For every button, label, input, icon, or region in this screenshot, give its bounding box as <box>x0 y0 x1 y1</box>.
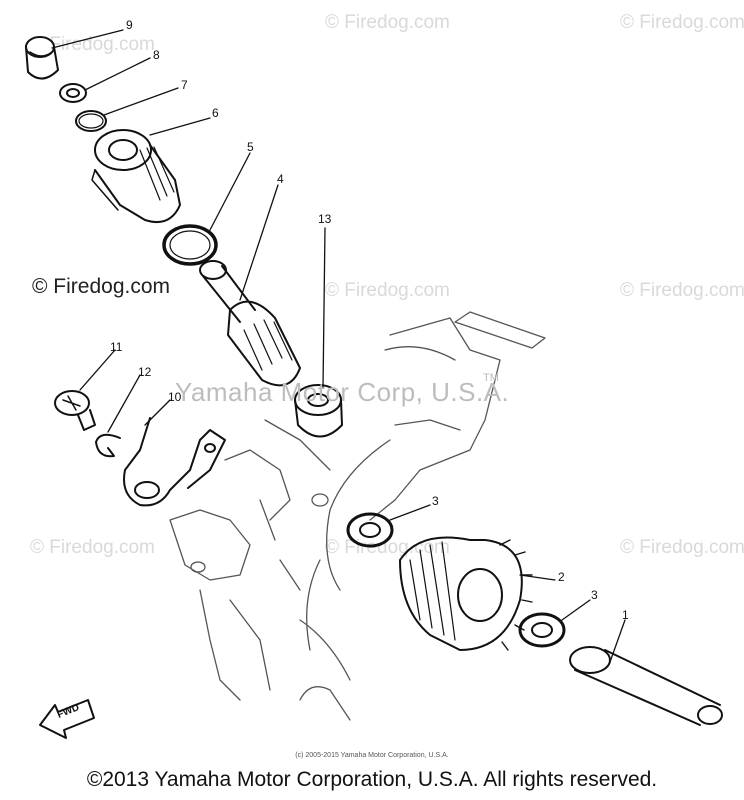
small-copyright: (c) 2005-2015 Yamaha Motor Corporation, … <box>295 752 449 759</box>
part-13-bushing <box>294 384 343 438</box>
callout-12: 12 <box>138 365 152 379</box>
leader-lines <box>51 29 626 663</box>
part-10-plate <box>123 417 226 507</box>
callout-8: 8 <box>153 48 160 62</box>
watermark: © Firedog.com <box>620 280 744 301</box>
callout-13: 13 <box>318 212 332 226</box>
crankcase-outline <box>169 311 546 721</box>
part-4-shaft <box>199 260 301 387</box>
callout-3-lower: 3 <box>591 588 598 602</box>
callout-5: 5 <box>247 140 254 154</box>
callout-7: 7 <box>181 78 188 92</box>
watermark-firedog: © Firedog.com <box>32 275 171 298</box>
part-9-cap <box>25 36 59 80</box>
watermark: © Firedog.com <box>620 537 744 558</box>
callout-1: 1 <box>622 608 629 622</box>
center-watermark: Yamaha Motor Corp, U.S.A. <box>175 377 510 407</box>
callout-2: 2 <box>558 570 565 584</box>
callout-6: 6 <box>212 106 219 120</box>
watermark: © Firedog.com <box>325 12 450 33</box>
part-7-oring <box>75 110 107 132</box>
part-2-gear <box>399 536 533 651</box>
fwd-arrow <box>39 699 95 739</box>
part-6-sleeve <box>91 129 181 224</box>
callout-4: 4 <box>277 172 284 186</box>
watermark: © Firedog.com <box>30 34 155 55</box>
part-8-washer <box>59 83 87 103</box>
copyright-footer: ©2013 Yamaha Motor Corporation, U.S.A. A… <box>86 768 658 791</box>
callout-3-upper: 3 <box>432 494 439 508</box>
part-11-screw <box>54 390 96 431</box>
part-12-clip <box>95 433 121 458</box>
part-5-oring <box>162 224 218 266</box>
callout-10: 10 <box>168 390 182 404</box>
part-3-washer-lower <box>518 612 566 648</box>
watermark: © Firedog.com <box>620 12 744 33</box>
part-3-washer-upper <box>346 512 394 548</box>
watermark: © Firedog.com <box>30 537 155 558</box>
callout-11: 11 <box>110 340 123 354</box>
watermark: © Firedog.com <box>325 280 450 301</box>
trademark: TM <box>483 372 499 384</box>
callout-9: 9 <box>126 18 133 32</box>
part-1-shaft <box>569 646 723 726</box>
